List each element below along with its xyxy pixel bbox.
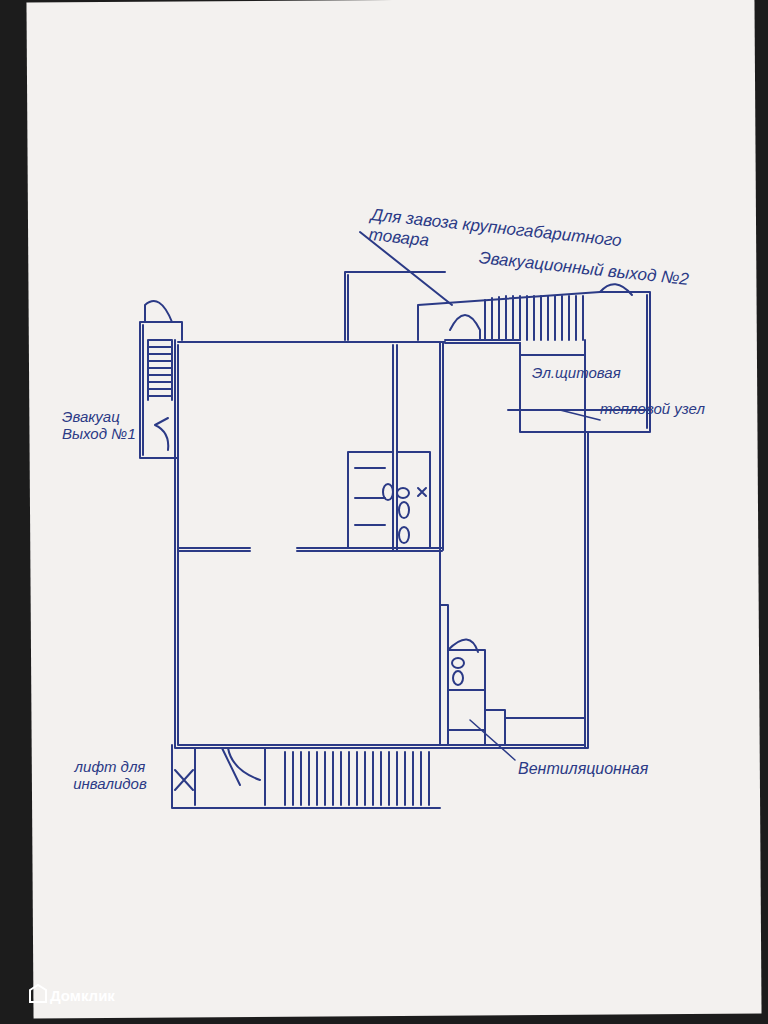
room-label: тепловой узел <box>600 400 740 417</box>
watermark-logo <box>30 985 46 1002</box>
lift-label: лифт для инвалидов <box>60 758 160 793</box>
room-label: Вентиляционная <box>518 760 718 778</box>
watermark: Домклик <box>50 987 170 1004</box>
exit-label: Эвакуац Выход №1 <box>62 408 140 443</box>
room-label: Эл.щитовая <box>532 364 652 381</box>
